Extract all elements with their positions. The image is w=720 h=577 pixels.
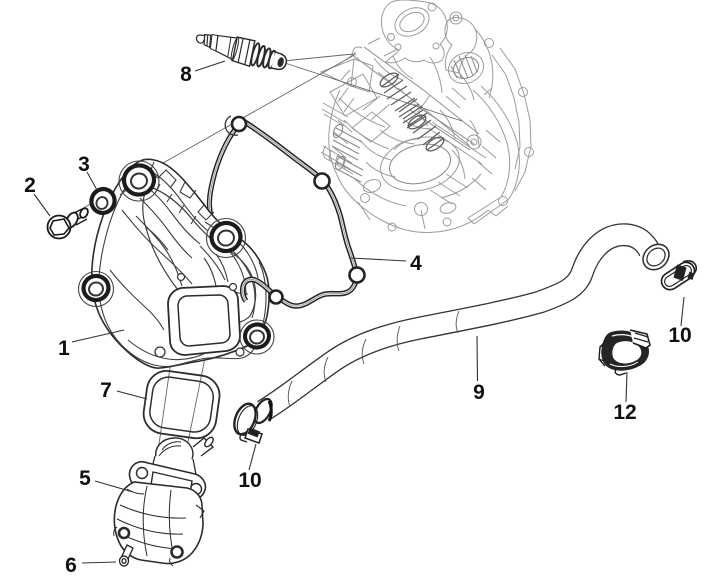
svg-text:7: 7 [100,379,112,402]
svg-text:3: 3 [78,153,90,176]
svg-text:6: 6 [65,554,77,577]
svg-text:1: 1 [58,337,70,360]
svg-text:10: 10 [668,324,691,347]
svg-text:12: 12 [613,401,636,424]
svg-text:2: 2 [24,174,36,197]
svg-text:8: 8 [180,63,192,86]
svg-text:5: 5 [79,467,91,490]
svg-text:9: 9 [473,381,485,404]
svg-text:4: 4 [410,252,422,275]
svg-text:10: 10 [238,469,261,492]
